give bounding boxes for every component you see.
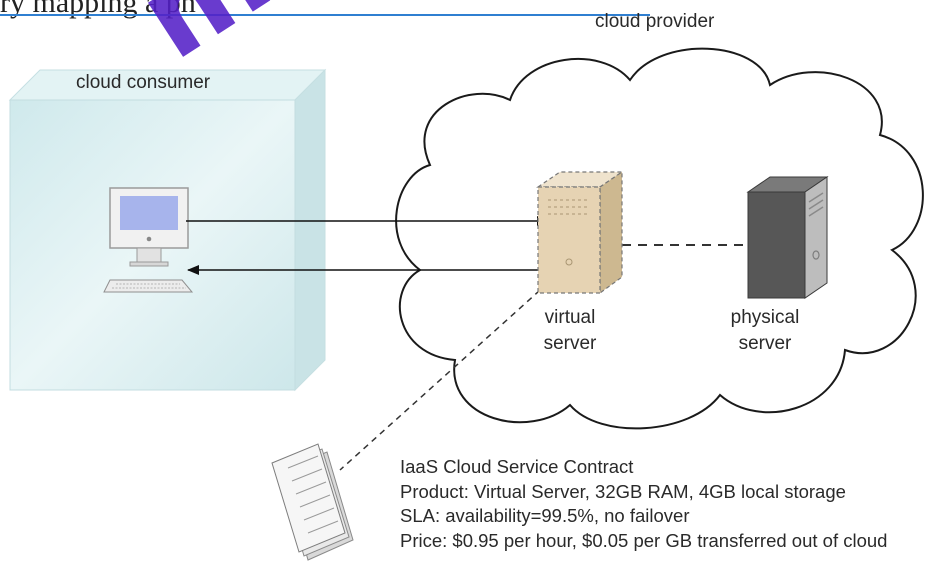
cloud-provider-label: cloud provider: [595, 11, 715, 32]
contract-text: IaaS Cloud Service Contract Product: Vir…: [400, 455, 887, 553]
contract-product: Product: Virtual Server, 32GB RAM, 4GB l…: [400, 480, 846, 502]
physical-server-label-line-2: server: [738, 333, 792, 354]
virtual-server-label-line-1: virtual: [544, 307, 596, 328]
virtual-server-label-line-2: server: [543, 333, 597, 354]
physical-server-label-line-1: physical: [730, 307, 800, 328]
cloud-consumer-label: cloud consumer: [76, 72, 211, 93]
physical-server-label: physical server: [710, 305, 820, 357]
contract-link-dashed: [339, 282, 549, 471]
virtual-server-icon: [536, 170, 624, 295]
virtual-server-label: virtual server: [520, 305, 620, 357]
contract-sla: SLA: availability=99.5%, no failover: [400, 505, 690, 526]
contract-document-icon: [271, 443, 354, 561]
contract-title: IaaS Cloud Service Contract: [400, 456, 634, 477]
physical-server-icon: [746, 176, 829, 299]
computer-icon: [103, 187, 194, 293]
contract-price: Price: $0.95 per hour, $0.05 per GB tran…: [400, 529, 888, 551]
cloud-provider-cloud: [395, 47, 924, 430]
header-underline: [0, 14, 650, 16]
